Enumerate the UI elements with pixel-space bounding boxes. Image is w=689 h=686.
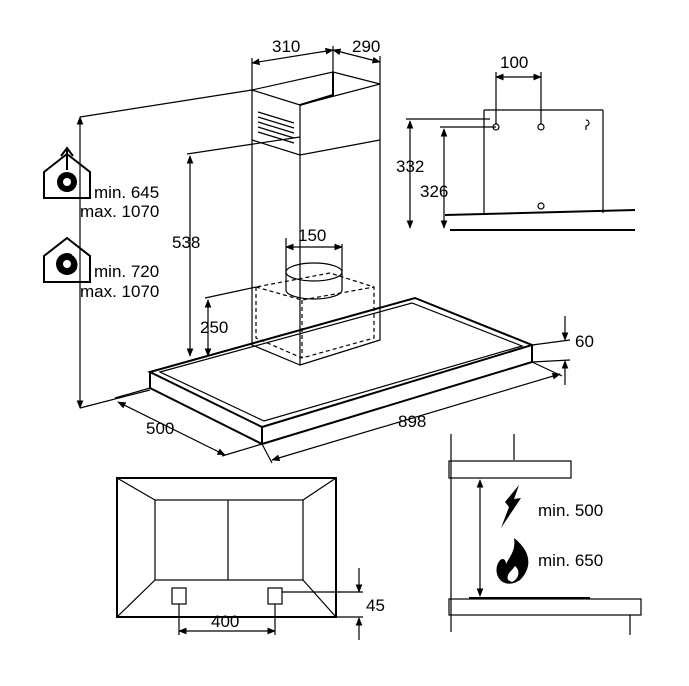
bottom-offset-label: 45: [366, 596, 385, 615]
recirculation-min-label: min. 720: [94, 262, 159, 281]
gas-flame-icon: [496, 538, 529, 584]
hob-clearance-view: min. 500 min. 650: [448, 434, 642, 635]
extraction-mode-icon: [43, 146, 91, 199]
hood-chimney: [251, 71, 381, 366]
wall-bracket-view: 100 332 326: [396, 53, 636, 231]
electric-clearance-label: min. 500: [538, 501, 603, 520]
hole-spacing-label: 100: [500, 53, 528, 72]
chimney-width-label-2: 290: [352, 37, 380, 56]
bracket-height-upper-label: 332: [396, 157, 424, 176]
motor-outlet-hidden: [255, 262, 375, 359]
hood-bottom-view: 400 45: [116, 477, 385, 640]
extraction-max-label: max. 1070: [80, 202, 159, 221]
chimney-width-label-1: 310: [272, 37, 300, 56]
electric-hob-icon: [501, 485, 521, 528]
bottom-spacing-label: 400: [211, 612, 239, 631]
chimney-vents: [257, 111, 295, 144]
install-heights: min. 645 max. 1070 min. 720 max. 1070: [43, 146, 159, 301]
outlet-height-label: 250: [200, 318, 228, 337]
hood-main-view: 310 290 538 150 250 60 500 898: [76, 37, 594, 464]
hood-depth-label: 500: [146, 419, 174, 438]
chimney-height-label: 538: [172, 233, 200, 252]
recirculation-max-label: max. 1070: [80, 282, 159, 301]
hood-width-label: 898: [398, 412, 426, 431]
hood-thickness-label: 60: [575, 332, 594, 351]
extraction-min-label: min. 645: [94, 183, 159, 202]
bracket-height-lower-label: 326: [420, 182, 448, 201]
outlet-diameter-label: 150: [298, 226, 326, 245]
recirculation-mode-icon: [43, 236, 91, 283]
gas-clearance-label: min. 650: [538, 551, 603, 570]
